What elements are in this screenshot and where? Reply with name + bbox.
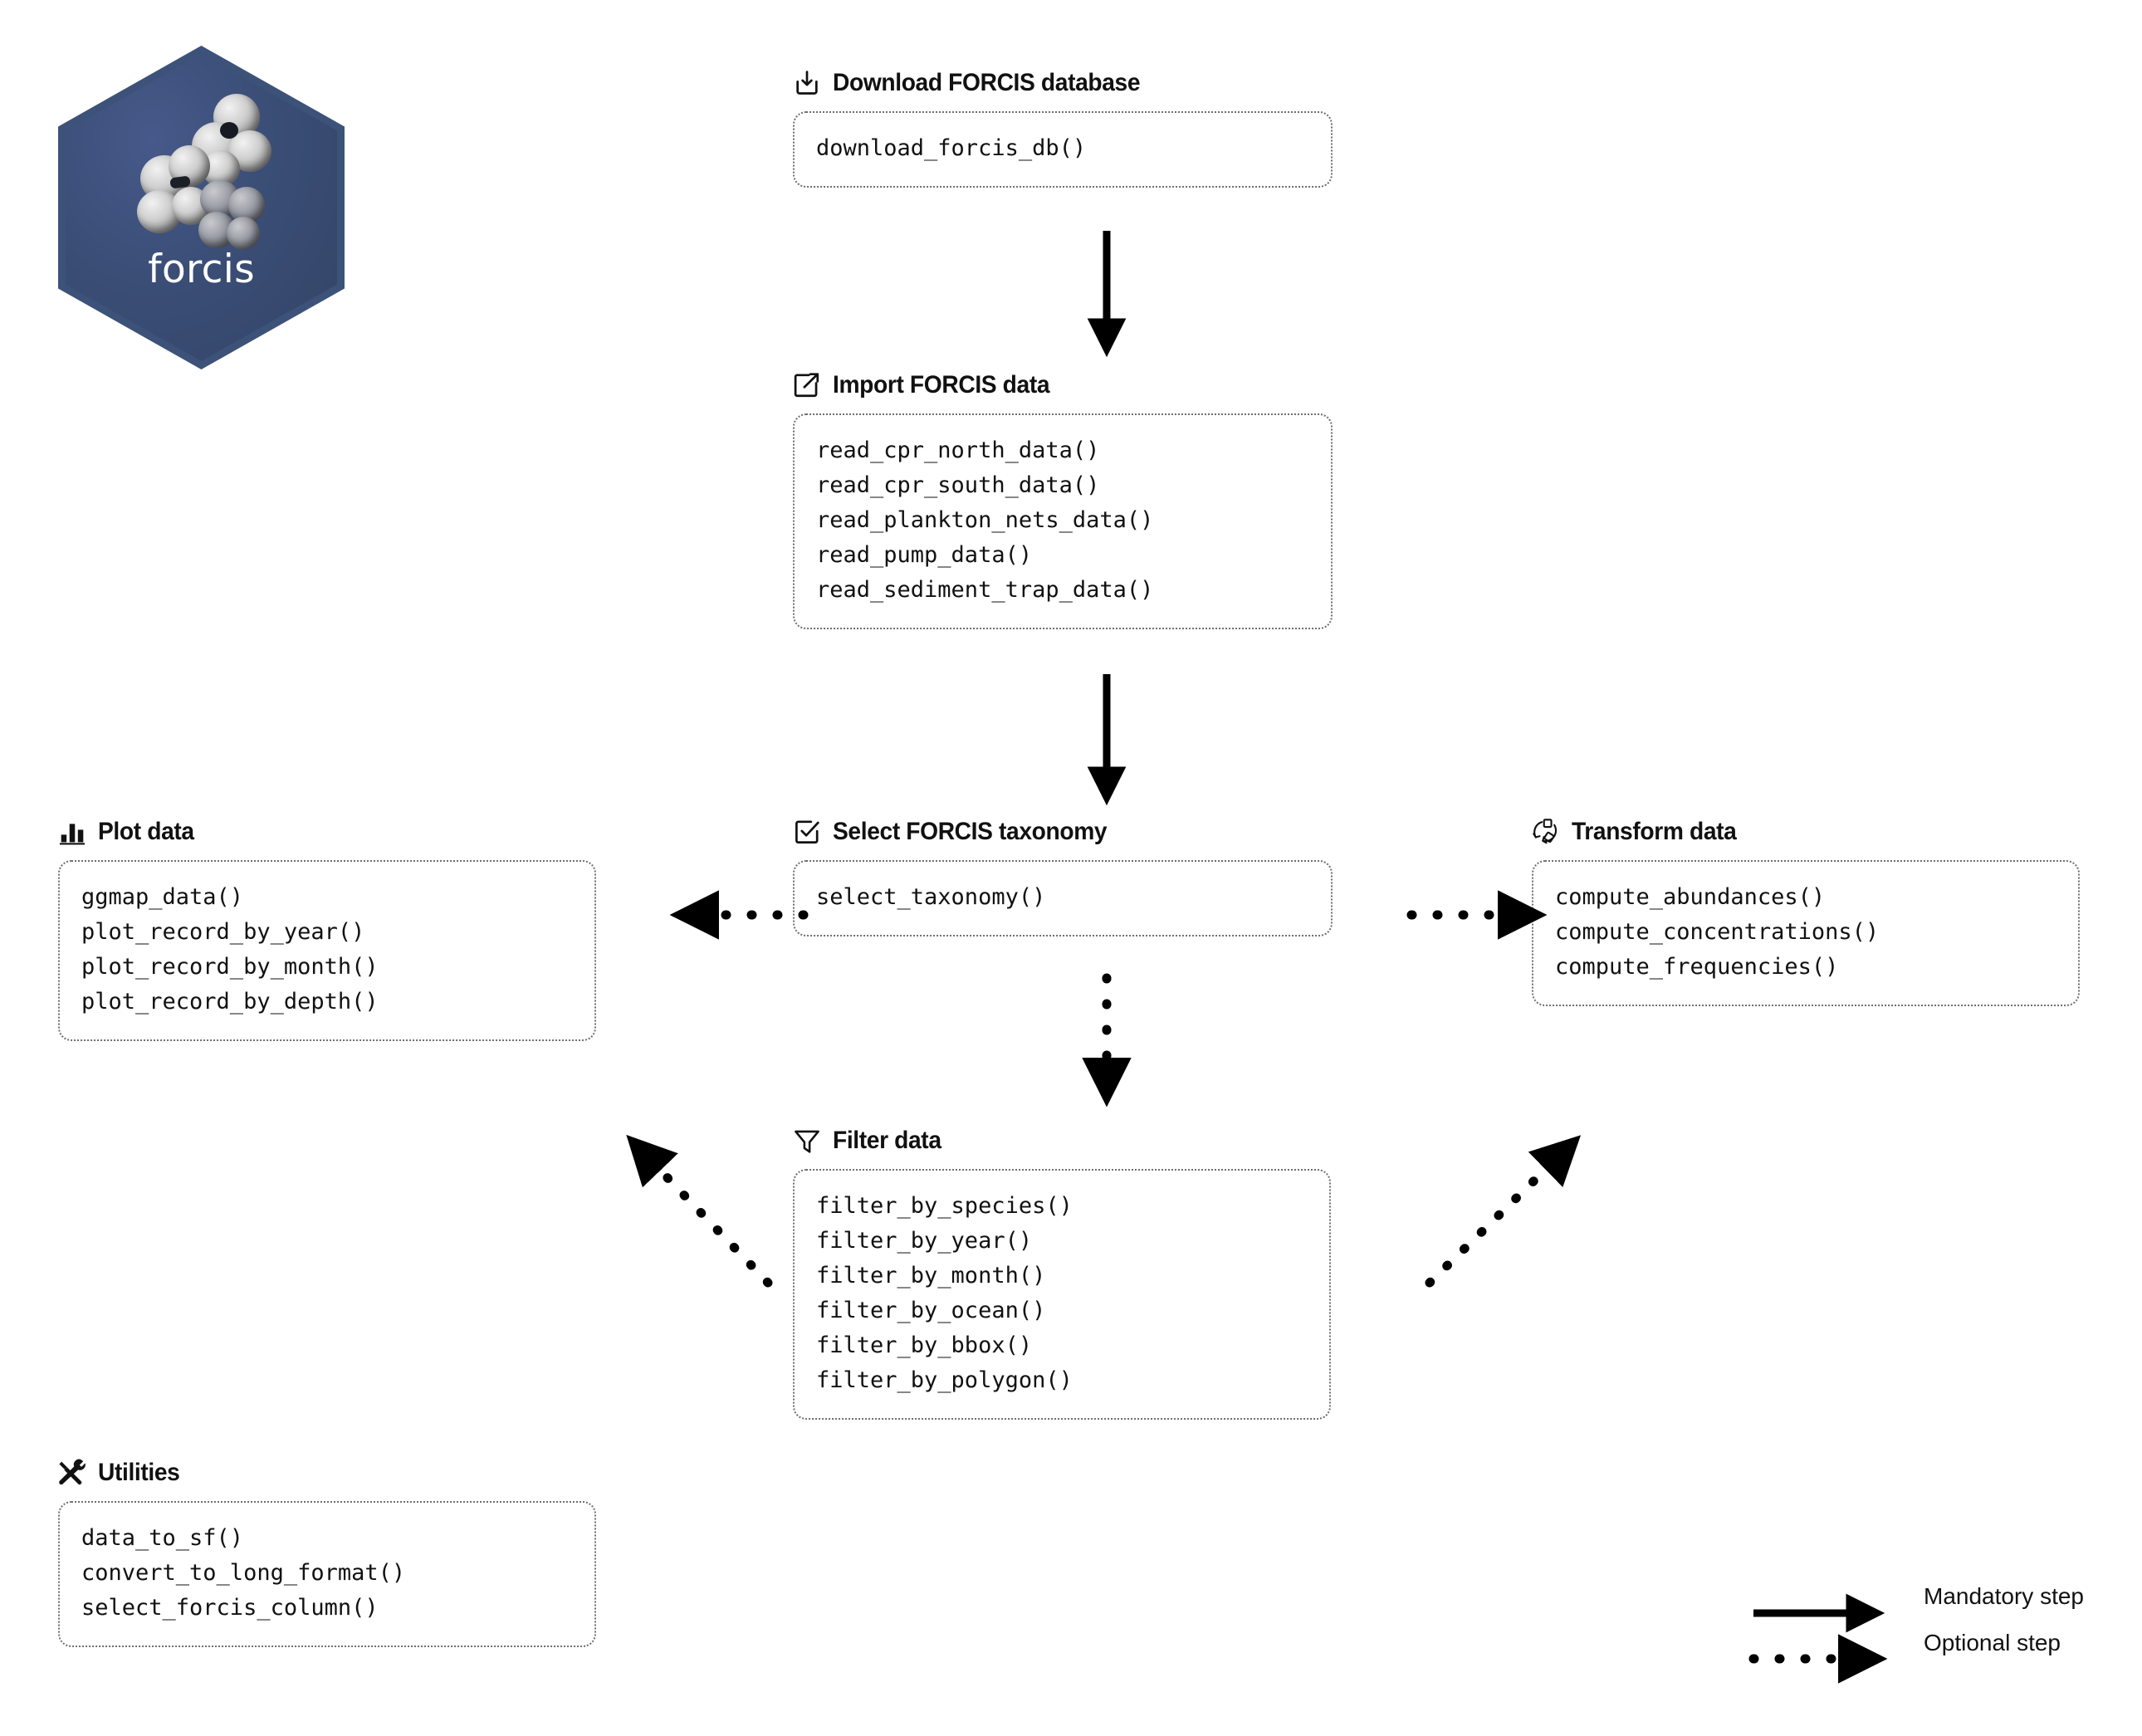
- logo-label: forcis: [148, 247, 255, 292]
- section-transform-header: Transform data: [1532, 814, 2113, 850]
- section-utilities-title: Utilities: [98, 1459, 180, 1486]
- function-name: compute_abundances(): [1555, 884, 1826, 910]
- section-transform-code-box: compute_abundances() compute_concentrati…: [1532, 860, 2080, 1006]
- tools-icon: [59, 1459, 86, 1485]
- legend-row-optional: Optional step: [1739, 1620, 2084, 1666]
- section-taxonomy-title: Select FORCIS taxonomy: [833, 818, 1108, 845]
- section-transform: Transform data compute_abundances() comp…: [1532, 814, 2113, 1006]
- bar-chart-icon: [59, 824, 86, 845]
- section-taxonomy: Select FORCIS taxonomy select_taxonomy(): [793, 814, 1374, 936]
- section-filter: Filter data filter_by_species() filter_b…: [793, 1122, 1374, 1420]
- section-download: Download FORCIS database download_forcis…: [793, 65, 1374, 188]
- section-transform-title: Transform data: [1572, 818, 1737, 845]
- section-plot-title: Plot data: [98, 818, 194, 845]
- function-name: filter_by_ocean(): [816, 1298, 1046, 1323]
- function-name: filter_by_bbox(): [816, 1333, 1033, 1358]
- section-download-title: Download FORCIS database: [833, 69, 1141, 96]
- function-name: compute_concentrations(): [1555, 919, 1880, 945]
- function-name: plot_record_by_month(): [81, 954, 379, 980]
- function-name: compute_frequencies(): [1555, 954, 1839, 980]
- section-filter-code-box: filter_by_species() filter_by_year() fil…: [793, 1169, 1331, 1420]
- function-name: read_pump_data(): [816, 542, 1033, 568]
- arrow-filter-to-transform: [1425, 1135, 1582, 1288]
- function-name: select_taxonomy(): [816, 884, 1046, 910]
- section-utilities-header: Utilities: [58, 1455, 639, 1491]
- section-plot: Plot data ggmap_data() plot_record_by_ye…: [58, 814, 639, 1041]
- legend-label-optional: Optional step: [1924, 1630, 2061, 1655]
- section-import: Import FORCIS data read_cpr_north_data()…: [793, 367, 1374, 629]
- section-plot-code-box: ggmap_data() plot_record_by_year() plot_…: [58, 860, 596, 1041]
- check-square-icon: [795, 820, 819, 844]
- legend-row-mandatory: Mandatory step: [1739, 1573, 2084, 1620]
- section-filter-header: Filter data: [793, 1122, 1374, 1159]
- section-taxonomy-code-box: select_taxonomy(): [793, 860, 1333, 936]
- box-arrow-up-right-icon: [794, 373, 819, 398]
- function-name: ggmap_data(): [81, 884, 244, 910]
- function-name: filter_by_polygon(): [816, 1367, 1073, 1393]
- function-name: plot_record_by_year(): [81, 919, 365, 945]
- section-plot-header: Plot data: [58, 814, 639, 850]
- forcis-logo: forcis https://frbcesab.github.io/forcis: [58, 46, 345, 369]
- section-import-title: Import FORCIS data: [833, 371, 1050, 399]
- function-name: convert_to_long_format(): [81, 1560, 406, 1586]
- section-utilities: Utilities data_to_sf() convert_to_long_f…: [58, 1455, 639, 1647]
- function-name: filter_by_species(): [816, 1193, 1073, 1219]
- function-name: plot_record_by_depth(): [81, 989, 379, 1015]
- section-filter-title: Filter data: [833, 1127, 941, 1154]
- legend: Mandatory step Optional step: [1739, 1573, 2084, 1666]
- section-utilities-code-box: data_to_sf() convert_to_long_format() se…: [58, 1501, 596, 1647]
- function-name: filter_by_month(): [816, 1263, 1046, 1289]
- function-name: select_forcis_column(): [81, 1595, 379, 1621]
- transform-shapes-icon: [1533, 819, 1558, 844]
- function-name: filter_by_year(): [816, 1228, 1033, 1254]
- function-name: data_to_sf(): [81, 1525, 244, 1551]
- section-import-header: Import FORCIS data: [793, 367, 1374, 403]
- download-icon: [796, 71, 818, 95]
- section-import-code-box: read_cpr_north_data() read_cpr_south_dat…: [793, 413, 1333, 629]
- foraminifera-image: [66, 54, 337, 361]
- arrow-filter-to-plot: [626, 1134, 773, 1288]
- section-taxonomy-header: Select FORCIS taxonomy: [793, 814, 1374, 850]
- section-download-header: Download FORCIS database: [793, 65, 1374, 101]
- function-name: read_plankton_nets_data(): [816, 507, 1154, 533]
- section-download-code-box: download_forcis_db(): [793, 111, 1333, 188]
- function-name: read_cpr_north_data(): [816, 438, 1100, 463]
- function-name: read_cpr_south_data(): [816, 472, 1100, 498]
- funnel-icon: [795, 1130, 819, 1153]
- function-name: download_forcis_db(): [816, 135, 1087, 161]
- legend-label-mandatory: Mandatory step: [1924, 1583, 2084, 1609]
- function-name: read_sediment_trap_data(): [816, 577, 1154, 603]
